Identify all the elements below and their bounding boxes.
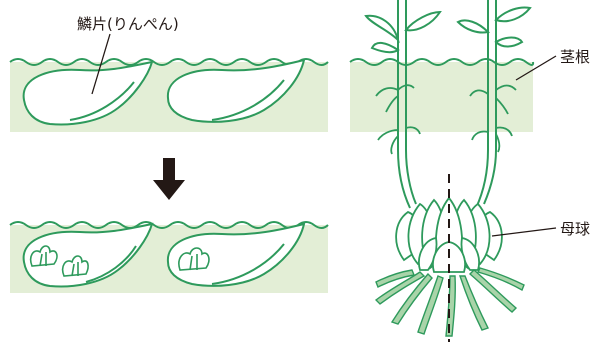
leaf-2 xyxy=(406,12,440,30)
down-arrow-icon xyxy=(153,158,185,200)
scale-label: 鱗片(りんぺん) xyxy=(77,15,179,33)
leaf-1 xyxy=(366,16,398,40)
leaf-5 xyxy=(496,8,530,22)
lily-plant: 茎根 母球 xyxy=(350,0,590,342)
leaf-6 xyxy=(496,38,522,47)
scales-in-soil-bottom xyxy=(10,222,328,293)
leaf-3 xyxy=(372,43,398,52)
scales-in-soil-top: 鱗片(りんぺん) xyxy=(10,15,328,132)
leaf-4 xyxy=(458,20,488,32)
stem-root-label: 茎根 xyxy=(560,48,590,66)
soil-band-right xyxy=(350,62,533,132)
mother-bulb-label: 母球 xyxy=(560,220,590,238)
